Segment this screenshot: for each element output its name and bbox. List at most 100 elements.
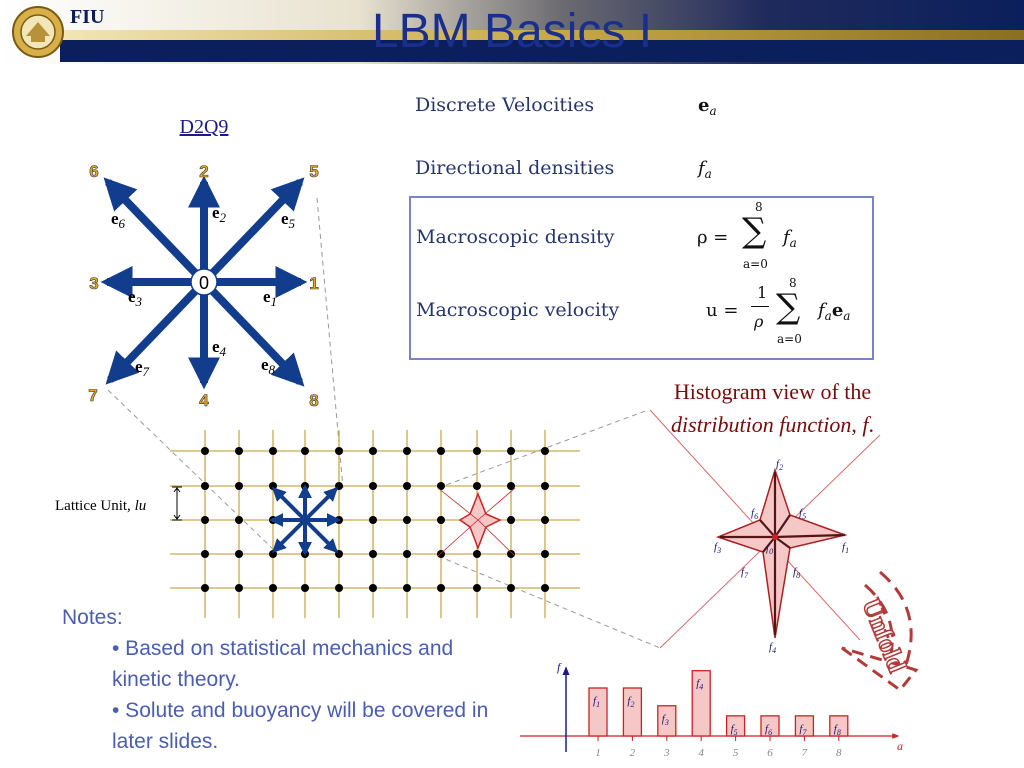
- lattice-node: [507, 516, 515, 524]
- logo-text: FIU: [70, 6, 105, 28]
- histogram-tick-8: 8: [836, 747, 842, 759]
- lattice-node: [201, 482, 209, 490]
- density-sum-upper: 8: [755, 200, 763, 214]
- lattice-node: [473, 447, 481, 455]
- node-label-7: 7: [88, 386, 97, 405]
- star-labels: f2 f6 f5 f3 f0 f1 f7 f8 f4: [714, 458, 849, 655]
- lattice-grid: [170, 430, 580, 618]
- node-label-0: 0: [199, 273, 209, 293]
- lattice-node: [201, 447, 209, 455]
- star-label-f2: f2: [776, 458, 783, 472]
- lattice-node: [403, 550, 411, 558]
- d2q9-arrows: [100, 175, 308, 390]
- star-label-f7: f7: [741, 566, 749, 580]
- lattice-node: [437, 447, 445, 455]
- grid-velocity-arrows: [269, 484, 341, 556]
- velocity-sum-symbol: ∑: [776, 287, 801, 327]
- histogram-caption-line1: Histogram view of the: [673, 379, 872, 404]
- star-label-f4: f4: [769, 641, 776, 655]
- lattice-node: [269, 447, 277, 455]
- lattice-node: [541, 447, 549, 455]
- lattice-node: [369, 516, 377, 524]
- density-sum-symbol: ∑: [742, 211, 767, 251]
- histogram-bar-label-8: f8: [834, 723, 841, 737]
- lattice-node: [235, 482, 243, 490]
- lattice-node: [437, 482, 445, 490]
- velocity-sum-lower: a=0: [777, 332, 802, 346]
- lattice-node: [335, 550, 343, 558]
- node-label-5: 5: [309, 162, 318, 181]
- macroscopic-density-label: Macroscopic density: [416, 226, 615, 248]
- arrow-e6: [103, 177, 207, 285]
- lattice-node: [437, 584, 445, 592]
- university-seal-icon: [12, 6, 64, 58]
- lattice-node: [235, 550, 243, 558]
- lattice-node: [369, 584, 377, 592]
- vector-label-e1: e1: [263, 287, 277, 309]
- arrow-e7: [105, 279, 207, 385]
- page-title: LBM Basics I: [371, 5, 653, 58]
- node-label-2: 2: [199, 162, 208, 181]
- lattice-node: [473, 482, 481, 490]
- node-label-8: 8: [309, 391, 318, 410]
- unfold-arrow: Unfold: [841, 570, 919, 693]
- node-label-4: 4: [199, 391, 209, 410]
- histogram-bar-label-6: f6: [765, 723, 772, 737]
- vector-label-e3: e3: [128, 287, 143, 309]
- directional-densities-label: Directional densities: [415, 157, 615, 179]
- header-background: [0, 0, 1024, 64]
- lattice-node: [541, 482, 549, 490]
- lattice-node: [541, 550, 549, 558]
- directional-densities-symbol: fa: [698, 158, 712, 181]
- macroscopic-density-lhs: ρ =: [697, 227, 729, 248]
- center-node: [190, 268, 218, 296]
- slide-header: FIU LBM Basics I: [0, 0, 1024, 64]
- lattice-node: [403, 584, 411, 592]
- vector-label-e2: e2: [212, 203, 227, 225]
- notes-item-1: • Based on statistical mechanics and kin…: [112, 637, 454, 691]
- lattice-node: [369, 447, 377, 455]
- histogram-tick-6: 6: [767, 747, 773, 759]
- lattice-unit-label: Lattice Unit, lu: [55, 498, 146, 514]
- lattice-node: [235, 516, 243, 524]
- velocity-sum-upper: 8: [789, 276, 797, 290]
- histogram-bar-label-2: f2: [627, 695, 634, 709]
- star-label-f5: f5: [799, 507, 806, 521]
- lattice-node: [403, 516, 411, 524]
- histogram-bar-label-3: f3: [662, 713, 669, 727]
- velocity-term: faea: [818, 300, 851, 323]
- arrow-e5: [201, 177, 305, 285]
- d2q9-label: D2Q9: [180, 116, 229, 138]
- lattice-node: [541, 516, 549, 524]
- histogram-tick-2: 2: [630, 747, 636, 759]
- velocity-frac-bar: [751, 306, 769, 308]
- histogram-caption: Histogram view of the distribution funct…: [620, 375, 925, 441]
- star-label-f3: f3: [714, 541, 721, 555]
- star-label-f1: f1: [842, 541, 849, 555]
- distribution-star: [649, 409, 881, 649]
- node-label-6: 6: [89, 162, 98, 181]
- lattice-node: [473, 584, 481, 592]
- star-label-f0: f0: [766, 542, 773, 556]
- vector-label-e5: e5: [281, 209, 296, 231]
- star-label-f6: f6: [751, 507, 758, 521]
- histogram-bar-label-7: f7: [799, 723, 807, 737]
- lattice-node: [201, 516, 209, 524]
- macroscopic-velocity-label: Macroscopic velocity: [416, 299, 620, 321]
- lattice-unit-bracket: [172, 486, 182, 521]
- histogram-bar-label-4: f4: [696, 678, 703, 692]
- histogram-tick-3: 3: [663, 747, 670, 759]
- notes-item-2: • Solute and buoyancy will be covered in…: [112, 699, 489, 753]
- lattice-node: [473, 550, 481, 558]
- macroscopic-formulas-box: [409, 196, 874, 360]
- lattice-node: [335, 482, 343, 490]
- arrow-e8: [201, 279, 305, 387]
- macroscopic-velocity-lhs: u =: [706, 300, 739, 321]
- discrete-velocities-symbol: ea: [698, 95, 717, 118]
- histogram-caption-line2: distribution function, f.: [671, 412, 874, 437]
- histogram-tick-4: 4: [698, 747, 704, 759]
- lattice-node: [369, 482, 377, 490]
